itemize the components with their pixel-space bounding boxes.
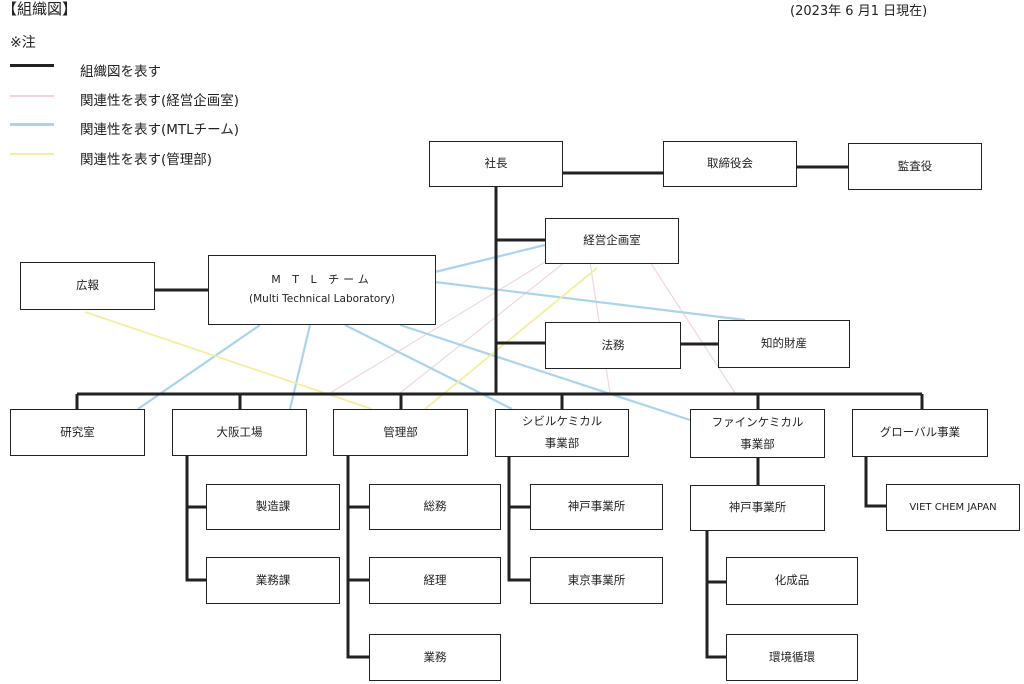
- node-ip: 知的財産: [718, 320, 850, 368]
- node-administration-label: 管理部: [383, 424, 418, 439]
- node-mtl-title: M T L チーム: [271, 272, 373, 286]
- node-board: 取締役会: [663, 141, 797, 187]
- node-pr: 広報: [20, 262, 155, 310]
- legend-label-kanri: 関連性を表す(管理部): [80, 152, 213, 168]
- node-general-affairs: 総務: [369, 484, 501, 530]
- node-president-label: 社長: [484, 156, 508, 171]
- node-pr-label: 広報: [76, 278, 99, 293]
- node-auditor: 監査役: [848, 143, 982, 190]
- node-civil-tokyo-office: 東京事業所: [530, 557, 663, 604]
- legend-label-org: 組織図を表す: [80, 64, 161, 80]
- node-global-business: グローバル事業: [852, 409, 988, 457]
- node-civil-tokyo-office-label: 東京事業所: [567, 572, 626, 587]
- node-fine-chemical-line1: ファインケミカル: [711, 414, 804, 429]
- legend-line-org: [10, 64, 54, 67]
- node-fine-kobe-office: 神戸事業所: [690, 485, 825, 531]
- node-civil-chemical-line2: 事業部: [544, 436, 580, 450]
- node-operations-section: 業務課: [206, 557, 340, 604]
- node-administration: 管理部: [333, 409, 468, 456]
- node-general-affairs-label: 総務: [423, 499, 447, 514]
- node-accounting: 経理: [369, 557, 501, 604]
- node-environmental-recycling-label: 環境循環: [769, 649, 815, 664]
- node-legal: 法務: [545, 322, 681, 369]
- node-corporate-planning: 経営企画室: [545, 218, 679, 264]
- node-chemicals-label: 化成品: [774, 573, 810, 588]
- node-research-lab-label: 研究室: [60, 424, 95, 439]
- legend-note: ※注: [10, 35, 36, 51]
- node-environmental-recycling: 環境循環: [726, 634, 858, 681]
- node-mtl-subtitle: (Multi Technical Laboratory): [249, 293, 395, 306]
- node-business-label: 業務: [423, 649, 447, 664]
- node-civil-kobe-office: 神戸事業所: [530, 484, 663, 530]
- node-fine-chemical: ファインケミカル 事業部: [690, 409, 825, 458]
- node-mtl-team: M T L チーム (Multi Technical Laboratory): [208, 255, 436, 325]
- node-legal-label: 法務: [601, 337, 625, 352]
- org-lines: [75, 165, 924, 659]
- node-viet-chem-japan-label: VIET CHEM JAPAN: [909, 502, 997, 513]
- node-manufacturing-label: 製造課: [255, 499, 291, 514]
- page-title: 【組織図】: [2, 0, 78, 18]
- node-auditor-label: 監査役: [897, 158, 933, 173]
- as-of-date: (2023年 6 月1 日現在): [790, 4, 928, 19]
- node-civil-kobe-office-label: 神戸事業所: [567, 499, 626, 514]
- legend-label-keiei: 関連性を表す(経営企画室): [80, 93, 240, 109]
- node-chemicals: 化成品: [726, 557, 858, 605]
- node-manufacturing: 製造課: [206, 484, 340, 530]
- node-viet-chem-japan: VIET CHEM JAPAN: [886, 484, 1020, 531]
- legend-line-keiei: [10, 95, 54, 97]
- node-fine-chemical-line2: 事業部: [740, 436, 775, 451]
- node-global-business-label: グローバル事業: [879, 425, 961, 440]
- node-business: 業務: [369, 634, 501, 681]
- legend-line-kanri: [10, 153, 54, 155]
- legend-line-mtl: [10, 123, 54, 126]
- node-accounting-label: 経理: [423, 572, 447, 587]
- node-corporate-planning-label: 経営企画室: [583, 233, 641, 248]
- node-president: 社長: [429, 141, 563, 187]
- legend-label-mtl: 関連性を表す(MTLチーム): [80, 122, 240, 138]
- node-civil-chemical: シビルケミカル 事業部: [495, 409, 629, 457]
- node-research-lab: 研究室: [10, 409, 145, 456]
- node-board-label: 取締役会: [707, 156, 753, 171]
- node-operations-section-label: 業務課: [255, 572, 291, 587]
- node-osaka-plant-label: 大阪工場: [216, 424, 263, 439]
- node-ip-label: 知的財産: [761, 336, 807, 351]
- node-civil-chemical-line1: シビルケミカル: [521, 414, 603, 429]
- node-osaka-plant: 大阪工場: [172, 409, 307, 456]
- node-fine-kobe-office-label: 神戸事業所: [728, 500, 787, 515]
